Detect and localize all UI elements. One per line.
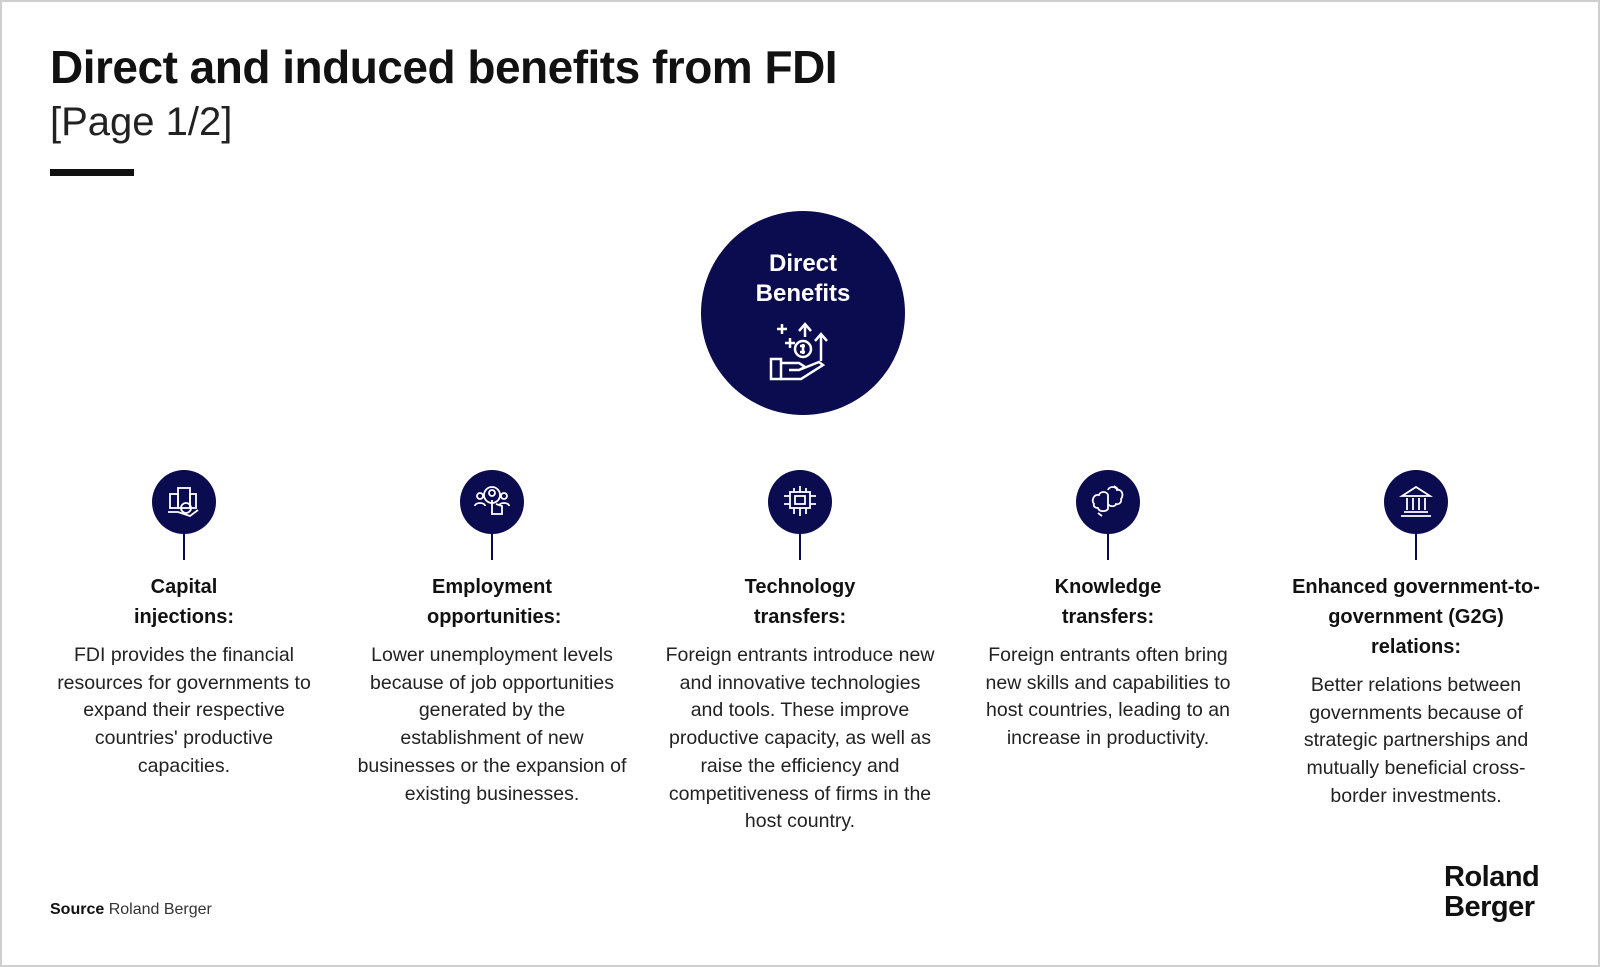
logo-line2: Berger: [1444, 891, 1535, 923]
source-label: Source: [50, 901, 105, 918]
connector-line: [1415, 534, 1417, 560]
benefit-title: Capital injections:: [133, 576, 234, 628]
hand-money-growth-icon: [769, 322, 828, 381]
benefit-description: Foreign entrants introduce new and innov…: [665, 644, 935, 833]
title-underline: [50, 169, 134, 176]
connector-line: [799, 534, 801, 560]
government-building-icon: [1398, 485, 1434, 517]
connector-line: [183, 534, 185, 560]
benefit-icon-badge: [152, 470, 216, 534]
logo-line1: Roland: [1444, 861, 1540, 893]
benefit-title: Enhanced government-to-government (G2G) …: [1292, 576, 1540, 658]
hand-buildings-money-icon: [168, 487, 199, 518]
page-title: Direct and induced benefits from FDI: [50, 41, 838, 93]
connector-line: [491, 534, 493, 560]
hub-label-line2: Benefits: [755, 280, 851, 307]
benefit-description: Better relations between governments bec…: [1303, 674, 1529, 807]
benefit-column: Employment opportunities: Lower unemploy…: [357, 470, 627, 808]
benefit-column: Capital injections: FDI provides the fin…: [49, 470, 319, 781]
benefit-column: Technology transfers: Foreign entrants i…: [665, 470, 935, 836]
benefit-icon-badge: [1384, 470, 1448, 534]
benefit-icon-badge: [460, 470, 524, 534]
benefit-icon-badge: [768, 470, 832, 534]
benefit-description: Lower unemployment levels because of job…: [357, 644, 627, 805]
source-note: Source Roland Berger: [50, 901, 212, 919]
page-subtitle: [Page 1/2]: [50, 100, 233, 144]
source-value: Roland Berger: [108, 901, 212, 918]
benefit-column: Knowledge transfers: Foreign entrants of…: [973, 470, 1243, 753]
benefit-icon-badge: [1076, 470, 1140, 534]
benefit-title: Knowledge transfers:: [1054, 576, 1162, 628]
benefit-description: FDI provides the financial resources for…: [57, 644, 311, 777]
hub-label-line1: Direct: [768, 250, 838, 277]
benefit-column: Enhanced government-to-government (G2G) …: [1281, 470, 1551, 811]
benefit-title: Technology transfers:: [744, 576, 856, 628]
people-select-hand-icon: [474, 486, 510, 515]
brains-exchange-icon: [1091, 485, 1124, 517]
circuit-chip-icon: [784, 486, 816, 516]
connector-line: [1107, 534, 1109, 560]
benefit-description: Foreign entrants often bring new skills …: [985, 644, 1231, 750]
benefit-title: Employment opportunities:: [427, 576, 562, 628]
